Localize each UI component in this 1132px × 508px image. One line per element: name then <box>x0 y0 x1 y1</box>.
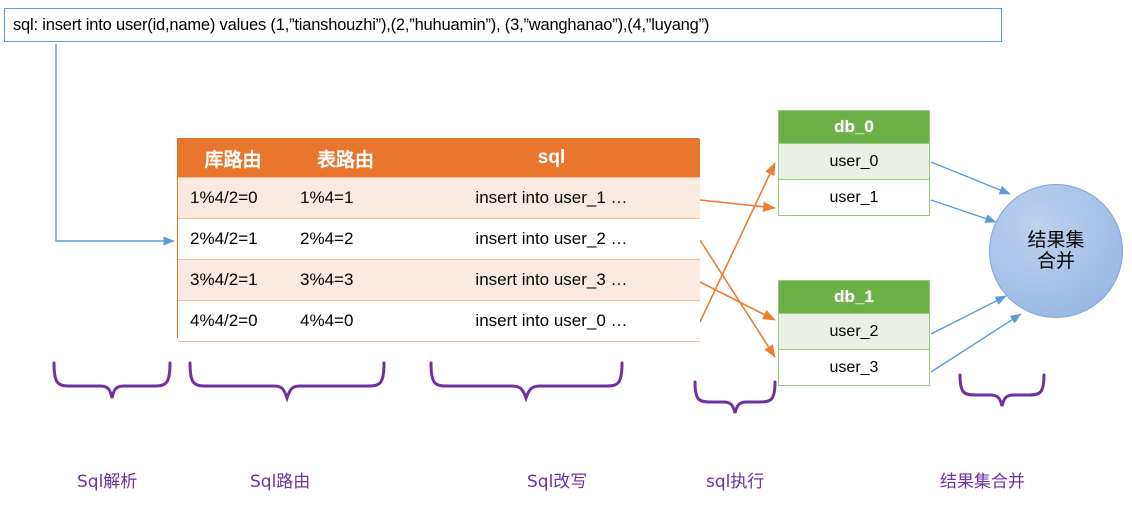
table-row: 4%4/2=0 4%4=0 insert into user_0 … <box>178 300 700 342</box>
sql-statement-box: sql: insert into user(id,name) values (1… <box>4 8 1002 42</box>
routing-table: 库路由 表路由 sql 1%4/2=0 1%4=1 insert into us… <box>177 138 700 342</box>
brace-result-merge <box>958 373 1046 407</box>
cell-sql: insert into user_3 … <box>403 259 700 301</box>
sql-statement-text: sql: insert into user(id,name) values (1… <box>13 15 710 34</box>
database-box-db_1: db_1 user_2 user_3 <box>778 280 930 386</box>
cell-tbl-route: 2%4=2 <box>288 218 403 260</box>
th-sql: sql <box>403 139 700 178</box>
table-row: 1%4/2=0 1%4=1 insert into user_1 … <box>178 177 700 219</box>
cell-tbl-route: 3%4=3 <box>288 259 403 301</box>
stage-label-sql-exec: sql执行 <box>706 472 765 492</box>
stage-label-sql-rewrite: Sql改写 <box>527 472 588 492</box>
stage-label-sql-route: Sql路由 <box>250 472 311 492</box>
cell-db-route: 1%4/2=0 <box>178 177 288 219</box>
arrow-row1-to-user_1 <box>699 199 776 212</box>
stage-label-result-merge: 结果集合并 <box>940 472 1025 492</box>
stage-label-sql-parse: Sql解析 <box>77 472 138 492</box>
cell-db-route: 4%4/2=0 <box>178 300 288 342</box>
callout-connector <box>55 44 175 246</box>
table-node-user_2: user_2 <box>779 313 929 349</box>
table-header-row: 库路由 表路由 sql <box>178 139 700 178</box>
brace-sql-exec <box>693 380 777 414</box>
brace-sql-rewrite <box>429 361 624 403</box>
cell-db-route: 3%4/2=1 <box>178 259 288 301</box>
merge-label-line2: 合并 <box>1036 250 1075 272</box>
brace-sql-route <box>188 361 386 403</box>
arrow-user_2-to-merge <box>930 295 1007 335</box>
result-merge-node: 结果集 合并 <box>989 184 1123 318</box>
table-node-user_3: user_3 <box>779 349 929 385</box>
routing-arrows <box>699 162 776 358</box>
db-name-label: db_1 <box>779 281 929 313</box>
cell-sql: insert into user_0 … <box>403 300 700 342</box>
table-row: 2%4/2=1 2%4=2 insert into user_2 … <box>178 218 700 260</box>
arrow-row2-to-user_3 <box>699 239 776 358</box>
arrow-user_0-to-merge <box>930 161 1011 195</box>
th-db-route: 库路由 <box>178 139 288 178</box>
db-name-label: db_0 <box>779 111 929 143</box>
brace-sql-parse <box>52 361 172 399</box>
cell-tbl-route: 4%4=0 <box>288 300 403 342</box>
merge-label-line1: 结果集 <box>1027 228 1085 251</box>
cell-tbl-route: 1%4=1 <box>288 177 403 219</box>
table-node-user_1: user_1 <box>779 179 929 215</box>
arrow-user_1-to-merge <box>930 199 997 223</box>
table-node-user_0: user_0 <box>779 143 929 179</box>
cell-sql: insert into user_1 … <box>403 177 700 219</box>
arrow-row4-to-user_0 <box>699 162 776 323</box>
table-row: 3%4/2=1 3%4=3 insert into user_3 … <box>178 259 700 301</box>
cell-db-route: 2%4/2=1 <box>178 218 288 260</box>
database-box-db_0: db_0 user_0 user_1 <box>778 110 930 216</box>
cell-sql: insert into user_2 … <box>403 218 700 260</box>
th-tbl-route: 表路由 <box>288 139 403 178</box>
arrow-row3-to-user_2 <box>699 281 776 321</box>
merge-node-label: 结果集 合并 <box>1027 228 1085 273</box>
arrow-user_3-to-merge <box>930 313 1022 373</box>
